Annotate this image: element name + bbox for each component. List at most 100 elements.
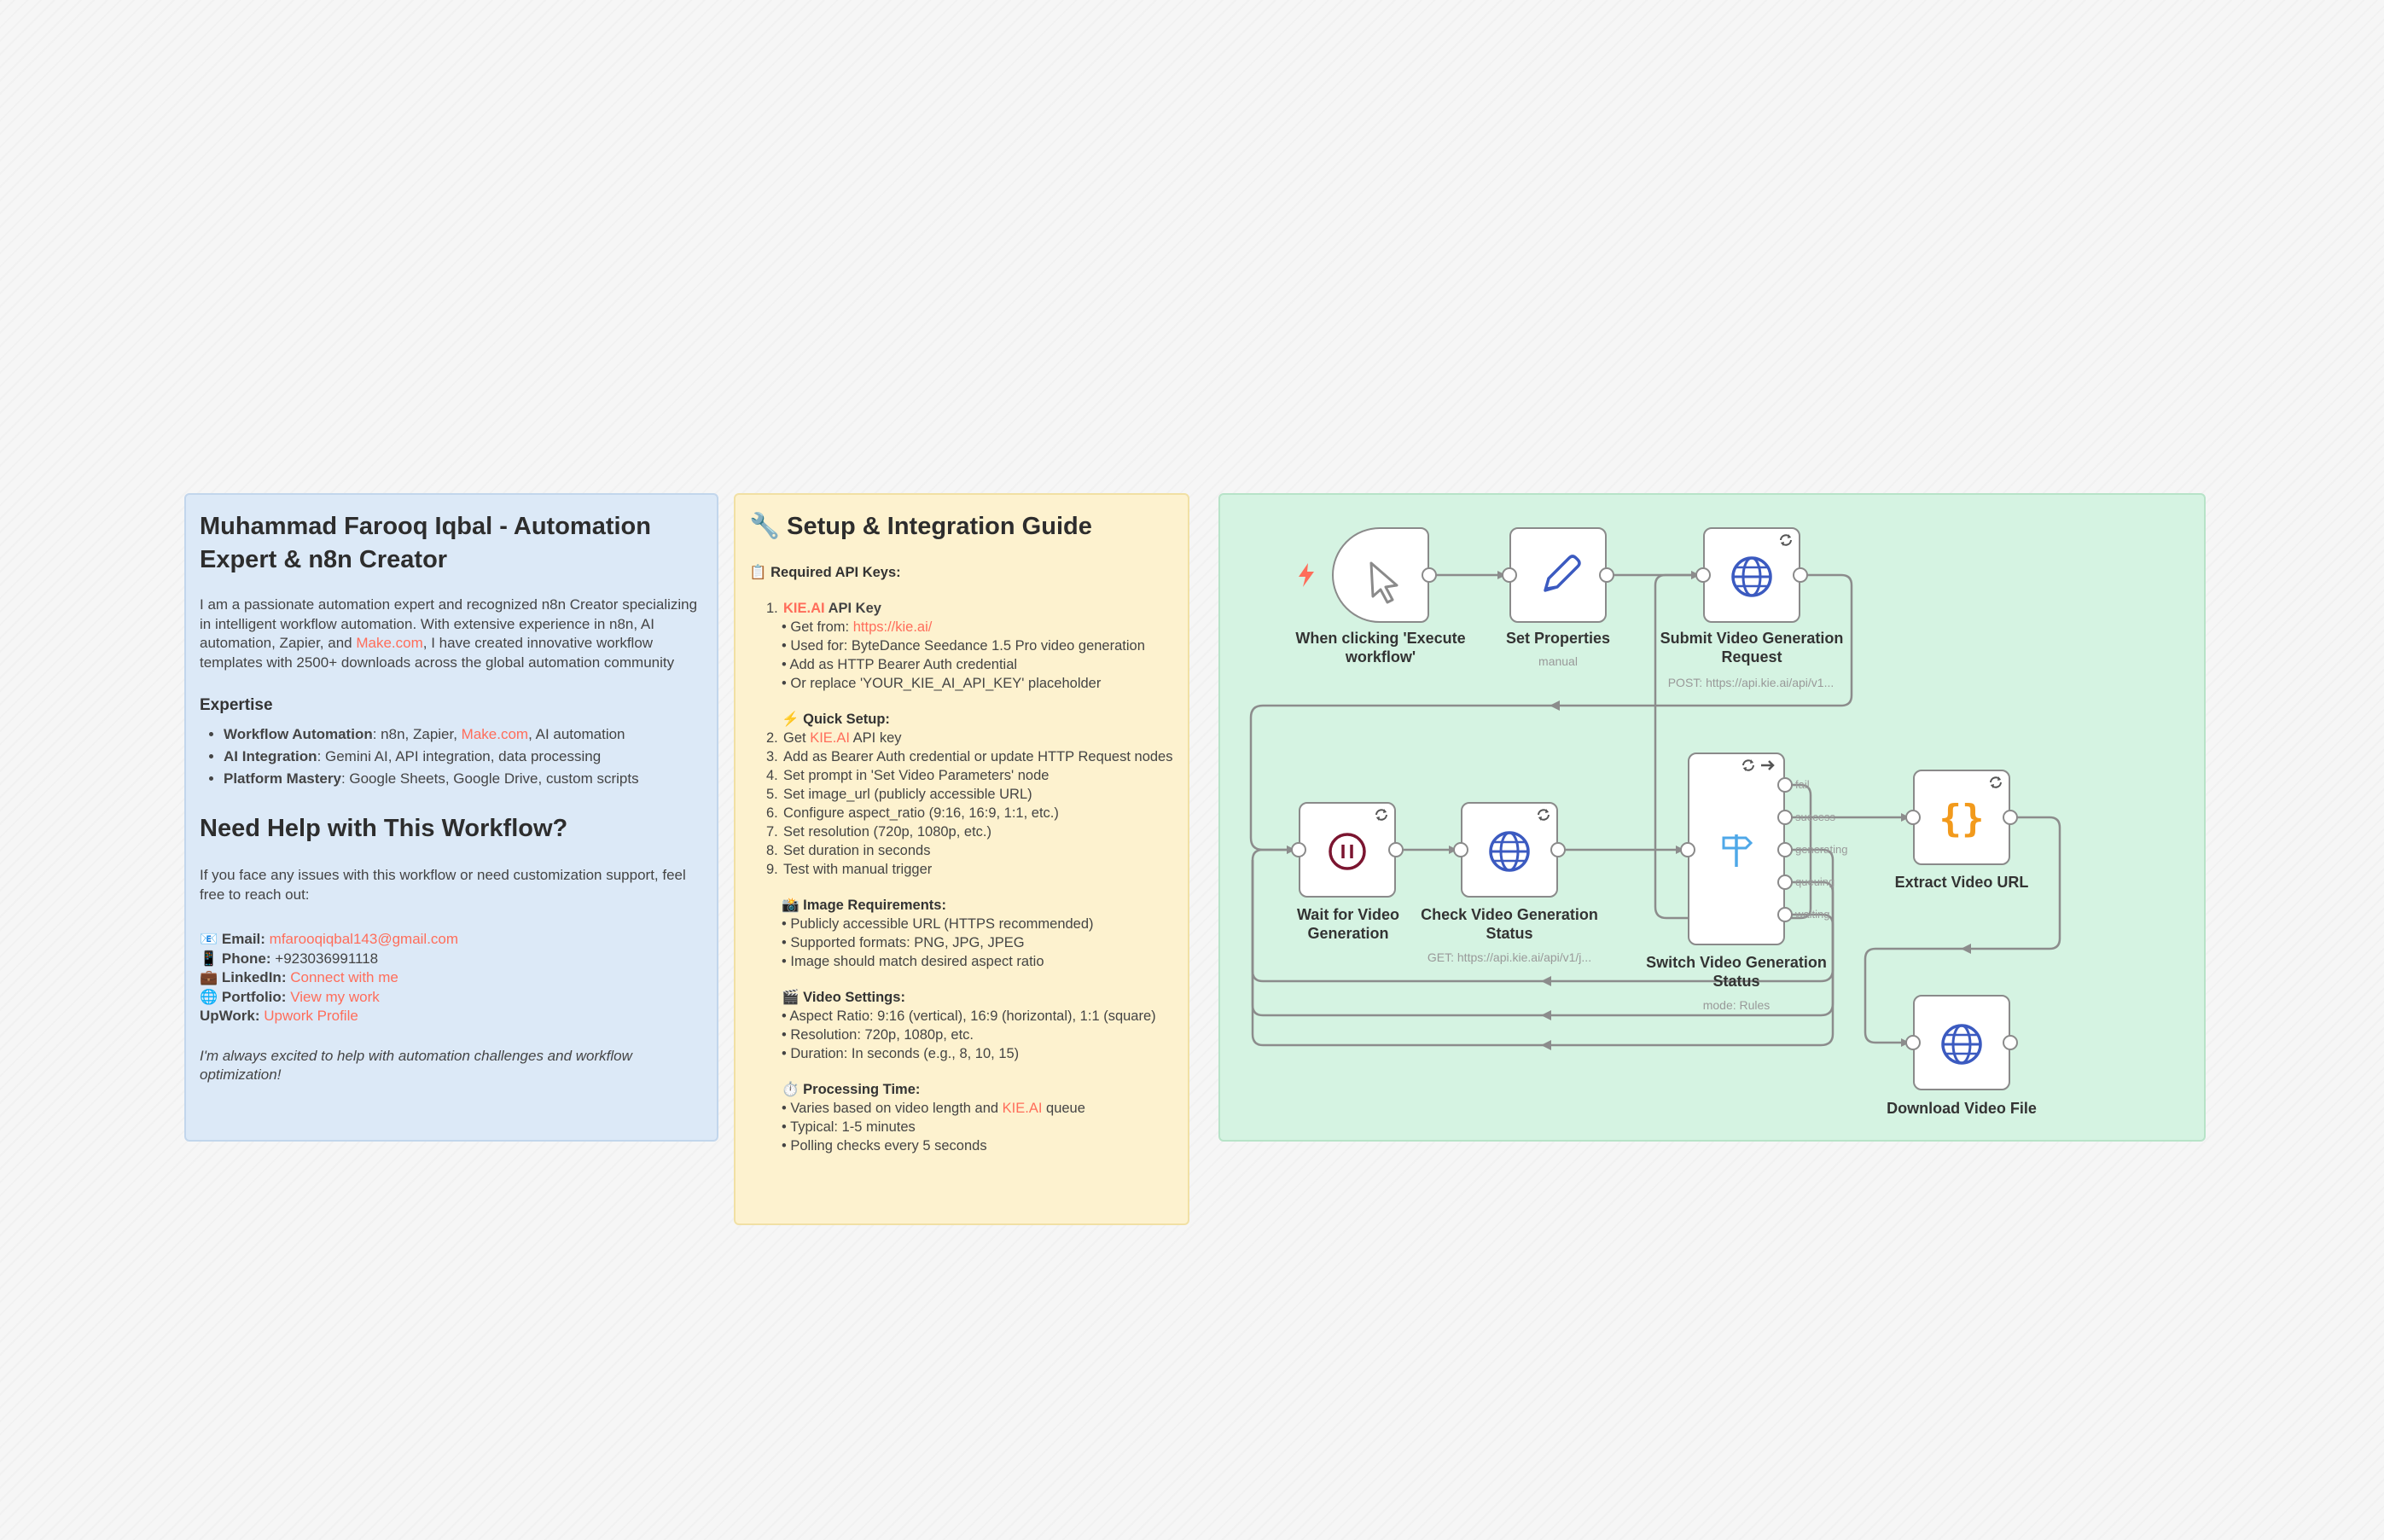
- retry-icon: [1780, 534, 1792, 546]
- set-properties-sub: manual: [1538, 654, 1578, 668]
- contact-phone: 📱 Phone: +923036991118: [200, 950, 379, 967]
- switch-output-waiting: waiting: [1794, 908, 1829, 921]
- arrow-mark: [1541, 976, 1551, 986]
- help-heading: Need Help with This Workflow?: [200, 815, 568, 842]
- help-text: If you face any issues with this workflo…: [200, 867, 686, 903]
- make-link[interactable]: Make.com: [461, 726, 529, 742]
- expertise-heading: Expertise: [200, 696, 273, 714]
- globe-icon: [1731, 556, 1772, 597]
- list-item: • Resolution: 720p, 1080p, etc.: [782, 1027, 974, 1043]
- arrow-mark: [1550, 700, 1560, 711]
- contact-portfolio: 🌐 Portfolio: View my work: [200, 988, 380, 1005]
- check-status-sub: GET: https://api.kie.ai/api/v1/j...: [1427, 950, 1592, 964]
- list-item: Platform Mastery: Google Sheets, Google …: [224, 768, 703, 790]
- expertise-list: Workflow Automation: n8n, Zapier, Make.c…: [200, 724, 703, 790]
- kie-link[interactable]: KIE.AI: [783, 601, 825, 616]
- list-item: • Publicly accessible URL (HTTPS recomme…: [782, 916, 1094, 932]
- switch-sub: mode: Rules: [1702, 998, 1771, 1012]
- list-item: 5.Set image_url (publicly accessible URL…: [766, 787, 1032, 802]
- briefcase-icon: 💼: [200, 969, 218, 985]
- retry-icon: [1538, 809, 1550, 821]
- retry-icon: [1742, 759, 1775, 771]
- bolt-trigger-icon: [1299, 563, 1314, 587]
- download-label: Download Video File: [1887, 1100, 2037, 1117]
- wait-node[interactable]: [1299, 802, 1396, 898]
- setup-sticky-note[interactable]: 🔧 Setup & Integration Guide 📋 Required A…: [734, 493, 1189, 1225]
- bolt-icon: ⚡: [782, 712, 800, 727]
- svg-text:{}: {}: [1939, 797, 1985, 840]
- list-item: AI Integration: Gemini AI, API integrati…: [224, 746, 703, 768]
- kie-url-link[interactable]: https://kie.ai/: [852, 619, 933, 635]
- video-settings-heading: 🎬 Video Settings:: [782, 990, 905, 1005]
- image-req-heading: 📸 Image Requirements:: [782, 898, 946, 913]
- kie-link[interactable]: KIE.AI: [810, 730, 850, 746]
- list-item: • Varies based on video length and KIE.A…: [782, 1101, 1085, 1116]
- make-link[interactable]: Make.com: [356, 635, 423, 651]
- submit-request-node[interactable]: [1703, 527, 1800, 623]
- signpost-icon: [1722, 834, 1753, 867]
- retry-icon: [1375, 809, 1387, 821]
- list-item: 3.Add as Bearer Auth credential or updat…: [766, 749, 1173, 764]
- switch-output-success: success: [1795, 811, 1835, 823]
- clipboard-icon: 📋: [749, 565, 767, 580]
- list-item: • Get from: https://kie.ai/: [782, 619, 933, 635]
- contact-upwork: UpWork: Upwork Profile: [200, 1008, 358, 1024]
- stopwatch-icon: ⏱️: [782, 1082, 800, 1097]
- globe-emoji-icon: 🌐: [200, 988, 218, 1005]
- set-properties-node[interactable]: [1509, 527, 1607, 623]
- extract-url-node[interactable]: {}: [1913, 770, 2010, 865]
- kie-link[interactable]: KIE.AI: [1002, 1101, 1043, 1116]
- setup-title: 🔧 Setup & Integration Guide: [749, 513, 1092, 540]
- profile-intro: I am a passionate automation expert and …: [200, 596, 698, 671]
- edge-waiting-wait: [1251, 860, 1835, 1047]
- switch-output-fail: fail: [1795, 778, 1810, 791]
- email-link[interactable]: mfarooqiqbal143@gmail.com: [269, 931, 459, 947]
- check-status-node[interactable]: [1461, 802, 1558, 898]
- arrow-mark: [1541, 1010, 1551, 1020]
- list-item: • Supported formats: PNG, JPG, JPEG: [782, 935, 1025, 950]
- submit-request-label: Submit Video Generation Request: [1660, 630, 1844, 665]
- list-item: • Duration: In seconds (e.g., 8, 10, 15): [782, 1046, 1020, 1061]
- list-item: • Typical: 1-5 minutes: [782, 1119, 916, 1135]
- cursor-icon: [1369, 561, 1398, 604]
- download-node[interactable]: [1913, 995, 2010, 1090]
- quick-setup-heading: ⚡ Quick Setup:: [782, 712, 890, 727]
- contact-email: 📧 Email: mfarooqiqbal143@gmail.com: [200, 931, 459, 947]
- trigger-node-label: When clicking 'Execute workflow': [1295, 630, 1466, 665]
- pencil-icon: [1544, 555, 1581, 592]
- extract-url-label: Extract Video URL: [1894, 874, 2029, 891]
- list-item: • Polling checks every 5 seconds: [782, 1138, 987, 1154]
- list-item: • Add as HTTP Bearer Auth credential: [782, 657, 1018, 672]
- globe-icon: [1489, 831, 1530, 872]
- trigger-node[interactable]: [1332, 527, 1429, 623]
- linkedin-link[interactable]: Connect with me: [290, 969, 398, 985]
- closing-text: I'm always excited to help with automati…: [200, 1047, 632, 1084]
- set-properties-label: Set Properties: [1505, 630, 1611, 647]
- clapper-icon: 🎬: [782, 990, 800, 1005]
- upwork-link[interactable]: Upwork Profile: [264, 1008, 358, 1024]
- switch-node[interactable]: [1688, 753, 1785, 945]
- required-heading: 📋 Required API Keys:: [749, 565, 901, 580]
- camera-icon: 📸: [782, 898, 800, 913]
- switch-output-generating: generating: [1795, 843, 1847, 856]
- list-item: 7.Set resolution (720p, 1080p, etc.): [766, 824, 991, 840]
- globe-icon: [1941, 1024, 1982, 1065]
- list-item: Workflow Automation: n8n, Zapier, Make.c…: [224, 724, 703, 746]
- processing-time-heading: ⏱️ Processing Time:: [782, 1082, 921, 1097]
- list-item: 6.Configure aspect_ratio (9:16, 16:9, 1:…: [766, 805, 1059, 821]
- phone-icon: 📱: [200, 950, 218, 967]
- wait-label: Wait for Video Generation: [1296, 906, 1399, 942]
- api-key-item: 1.KIE.AI API Key: [766, 601, 881, 616]
- profile-sticky-note[interactable]: Muhammad Farooq Iqbal - Automation Exper…: [184, 493, 718, 1142]
- list-item: 4.Set prompt in 'Set Video Parameters' n…: [766, 768, 1050, 783]
- email-icon: 📧: [200, 931, 218, 947]
- contact-linkedin: 💼 LinkedIn: Connect with me: [200, 969, 398, 985]
- list-item: 2.Get KIE.AI API key: [766, 730, 902, 746]
- list-item: 9.Test with manual trigger: [766, 862, 933, 877]
- portfolio-link[interactable]: View my work: [290, 988, 380, 1005]
- wrench-icon: 🔧: [749, 513, 781, 540]
- profile-title: Muhammad Farooq Iqbal - Automation Exper…: [200, 513, 651, 573]
- switch-output-queuing: queuing: [1795, 875, 1835, 888]
- arrow-mark: [1961, 944, 1971, 954]
